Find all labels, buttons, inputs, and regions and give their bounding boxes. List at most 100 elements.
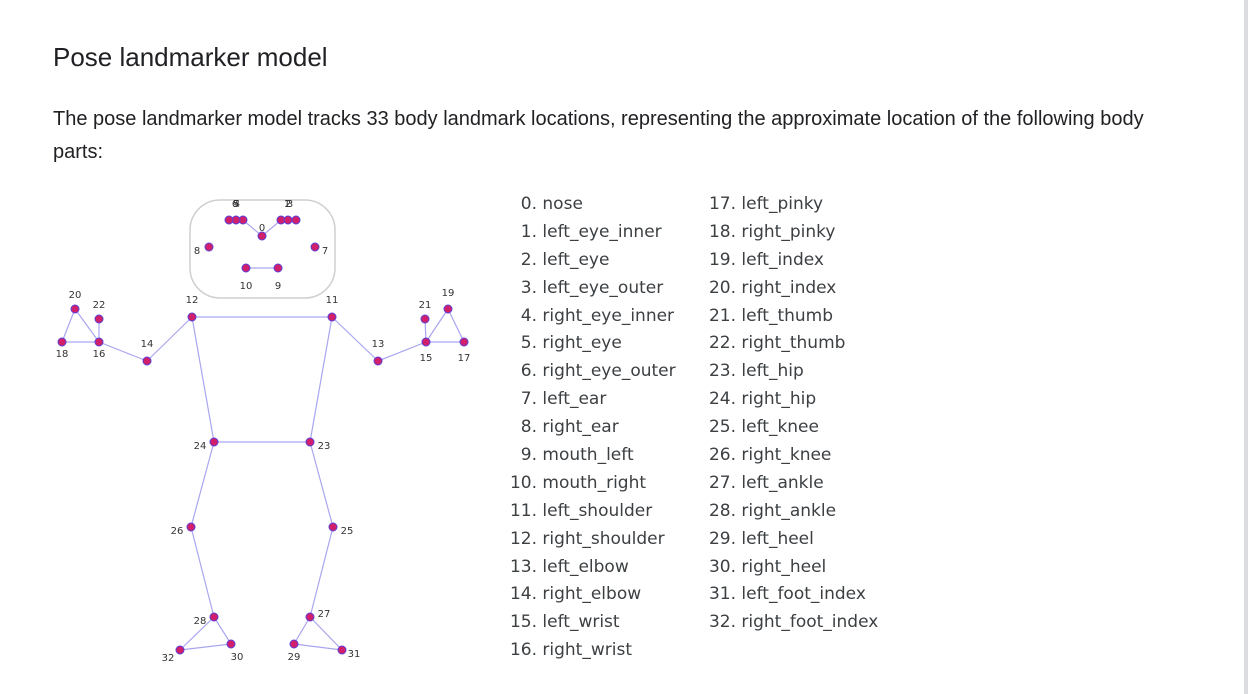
landmark-index: 6. — [520, 361, 537, 382]
landmark-point-18 — [57, 337, 67, 347]
landmark-name: right_ear — [542, 417, 619, 438]
landmark-name: left_eye_outer — [542, 277, 664, 298]
landmark-index: 25. — [708, 417, 736, 438]
landmark-point-23 — [305, 437, 315, 447]
connection-line-27-31 — [309, 616, 343, 651]
landmark-name: left_shoulder — [542, 500, 653, 521]
landmark-point-29 — [289, 639, 299, 649]
landmark-index: 4. — [520, 305, 537, 326]
landmark-label-24: 24 — [194, 441, 207, 452]
connection-line-29-31 — [293, 643, 343, 651]
landmark-name: right_pinky — [741, 221, 836, 242]
landmark-list-item: 20. right_index — [707, 274, 878, 302]
connection-line-27-29 — [293, 616, 311, 645]
landmark-point-12 — [187, 312, 197, 322]
landmark-index: 12. — [509, 528, 537, 549]
landmark-list-item: 18. right_pinky — [707, 218, 878, 246]
landmark-point-10 — [241, 263, 251, 273]
page-title: Pose landmarker model — [53, 42, 328, 72]
landmark-index: 8. — [520, 417, 537, 438]
landmark-label-13: 13 — [372, 339, 385, 350]
landmark-name: right_eye_inner — [542, 305, 675, 326]
connection-line-15-19 — [425, 308, 449, 343]
landmark-label-29: 29 — [288, 652, 301, 663]
landmark-list-item: 29. left_heel — [707, 525, 878, 553]
landmark-name: left_ear — [542, 389, 607, 410]
landmark-list-item: 23. left_hip — [707, 357, 878, 385]
landmark-name: left_foot_index — [741, 584, 866, 605]
landmark-index: 20. — [708, 277, 736, 298]
connection-line-13-15 — [377, 341, 427, 362]
connection-line-26-28 — [190, 526, 215, 618]
landmark-list-item: 4. right_eye_inner — [503, 302, 676, 330]
landmark-list-item: 5. right_eye — [503, 329, 676, 357]
landmark-list-item: 16. right_wrist — [503, 636, 676, 664]
landmark-list-item: 31. left_foot_index — [707, 580, 878, 608]
landmark-index: 26. — [708, 445, 736, 466]
landmark-point-3 — [291, 215, 301, 225]
landmark-label-11: 11 — [326, 295, 339, 306]
landmark-point-14 — [142, 356, 152, 366]
landmark-index: 5. — [520, 333, 537, 354]
landmark-point-6 — [224, 215, 234, 225]
landmark-point-7 — [310, 242, 320, 252]
landmark-label-1: 1 — [284, 199, 290, 210]
intro-paragraph: The pose landmarker model tracks 33 body… — [53, 108, 1144, 163]
landmark-name: mouth_left — [542, 445, 634, 466]
connection-line-16-20 — [74, 308, 100, 343]
landmark-index: 23. — [708, 361, 736, 382]
landmark-list-item: 24. right_hip — [707, 385, 878, 413]
landmark-label-32: 32 — [162, 653, 175, 664]
landmark-list-item: 3. left_eye_outer — [503, 274, 676, 302]
landmark-list-item: 14. right_elbow — [503, 580, 676, 608]
landmark-list-item: 1. left_eye_inner — [503, 218, 676, 246]
landmark-point-32 — [175, 645, 185, 655]
landmark-label-9: 9 — [275, 281, 281, 292]
connection-line-14-16 — [98, 341, 148, 362]
landmark-list-item: 2. left_eye — [503, 246, 676, 274]
landmark-index: 24. — [708, 389, 736, 410]
landmark-name: left_elbow — [542, 556, 629, 577]
landmark-name: left_pinky — [741, 194, 824, 214]
landmark-point-19 — [443, 304, 453, 314]
landmark-label-2: 2 — [285, 199, 291, 210]
landmark-label-12: 12 — [186, 295, 199, 306]
landmark-label-3: 3 — [287, 199, 293, 210]
connection-line-11-23 — [309, 316, 333, 443]
landmark-name: left_knee — [741, 417, 819, 438]
connection-line-23-25 — [309, 441, 334, 528]
landmark-name: left_wrist — [542, 612, 620, 633]
landmark-index: 18. — [708, 221, 736, 242]
landmark-point-17 — [459, 337, 469, 347]
landmark-list-item: 15. left_wrist — [503, 608, 676, 636]
landmark-index: 29. — [708, 528, 736, 549]
landmark-name: right_foot_index — [741, 612, 879, 633]
landmark-index: 10. — [509, 472, 537, 493]
landmark-point-0 — [257, 231, 267, 241]
landmark-label-7: 7 — [322, 246, 328, 257]
landmark-index: 2. — [520, 249, 537, 270]
landmark-list-item: 28. right_ankle — [707, 497, 878, 525]
landmark-index: 32. — [708, 612, 736, 633]
landmark-name: left_ankle — [741, 472, 824, 493]
landmark-point-15 — [421, 337, 431, 347]
landmark-label-17: 17 — [458, 353, 471, 364]
landmark-label-8: 8 — [194, 246, 200, 257]
landmark-label-15: 15 — [420, 353, 433, 364]
landmark-name: left_index — [741, 249, 824, 270]
connection-line-25-27 — [309, 526, 334, 618]
landmark-point-26 — [186, 522, 196, 532]
landmark-label-25: 25 — [341, 526, 354, 537]
landmark-list-item: 17. left_pinky — [707, 190, 878, 218]
landmark-name: left_eye — [542, 249, 610, 270]
page-scrollbar[interactable] — [1244, 0, 1248, 694]
landmark-index: 14. — [509, 584, 537, 605]
landmark-index: 11. — [509, 500, 537, 521]
landmark-name: right_index — [741, 277, 837, 298]
landmark-point-30 — [226, 639, 236, 649]
landmark-index: 15. — [509, 612, 537, 633]
